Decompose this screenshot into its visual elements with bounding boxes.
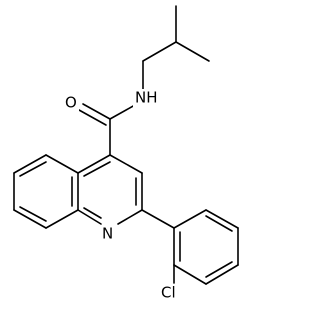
nh-carbonyl-bond bbox=[109, 104, 136, 120]
c4-c3-bond bbox=[109, 154, 143, 174]
oxygen-atom-label: O bbox=[65, 94, 77, 112]
oxygen-label-mask bbox=[63, 94, 79, 112]
ring-nitrogen-label-mask bbox=[101, 225, 117, 243]
phenyl-c3-c4-double-bond-inner bbox=[205, 261, 233, 278]
isobutyl-ch-ch2-bond bbox=[142, 41, 177, 62]
amide-nitrogen-atom-label: NH bbox=[135, 89, 158, 107]
c2-n1-bond bbox=[117, 209, 143, 225]
c5-c6-bond bbox=[13, 154, 47, 174]
n1-c8a-double-bond-inner bbox=[83, 207, 102, 219]
phenyl-c3-c4-bond bbox=[205, 264, 239, 285]
chemical-structure-diagram: O NH N Cl bbox=[13, 5, 239, 304]
methyl-bond-right bbox=[175, 41, 210, 62]
ring-nitrogen-atom-label: N bbox=[102, 225, 113, 243]
c4a-c4-bond bbox=[77, 154, 111, 174]
phenyl-c2-c3-bond bbox=[173, 264, 207, 285]
c5-c6-double-bond-inner bbox=[19, 161, 47, 177]
c7-c8-double-bond-inner bbox=[19, 206, 47, 222]
phenyl-c5-c6-bond bbox=[205, 209, 239, 229]
carbonyl-double-bond-inner bbox=[78, 109, 107, 126]
n1-c8a-bond bbox=[77, 209, 102, 225]
chlorine-atom-label: Cl bbox=[161, 284, 176, 302]
c7-c8-bond bbox=[13, 209, 47, 229]
c8-c8a-bond bbox=[45, 209, 79, 229]
amide-nitrogen-label-mask bbox=[133, 89, 160, 107]
quinoline-phenyl-bond bbox=[141, 209, 175, 229]
c4a-c5-bond bbox=[45, 154, 79, 174]
chlorine-label-mask bbox=[160, 284, 185, 304]
phenyl-c6-c1-bond bbox=[173, 209, 207, 229]
c4a-c4-double-bond-inner bbox=[83, 161, 111, 177]
phenyl-c5-c6-double-bond-inner bbox=[205, 215, 233, 232]
carbonyl-double-bond-outer bbox=[82, 103, 111, 120]
